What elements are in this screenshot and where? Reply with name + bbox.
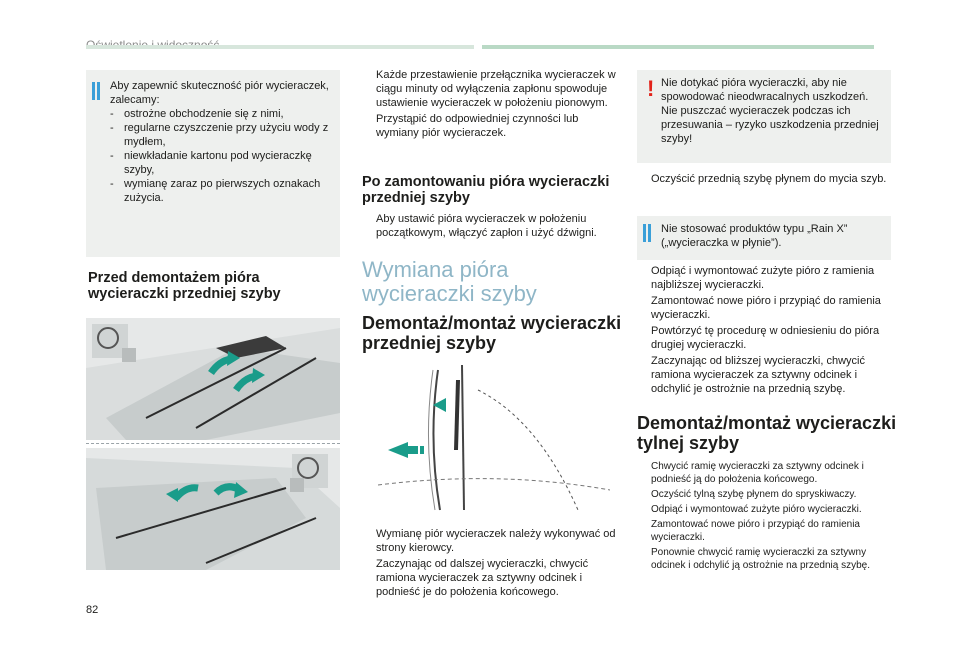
list-item: Odpiąć i wymontować zużyte pióro wyciera… [651,504,862,515]
windscreen-illustration-top [86,318,340,440]
list-item: Wymianę piór wycieraczek należy wykonywa… [376,528,616,554]
col2-after-text: Aby ustawić pióra wycieraczek w położeni… [362,212,622,242]
warning-icon: ! [647,76,655,101]
heading-replacement: Wymiana pióra wycieraczki szyby [362,257,537,306]
col3-clean-text: Oczyścić przednią szybę płynem do mycia … [637,172,891,188]
warning-text: Nie dotykać pióra wycieraczki, aby nie s… [661,77,879,145]
heading-rear-wiper: Demontaż/montaż wycieraczki tylnej szyby [637,413,897,453]
warning-box: ! Nie dotykać pióra wycieraczki, aby nie… [637,70,891,163]
header-rule-left [86,45,474,49]
list-item: Powtórzyć tę procedurę w odniesieniu do … [651,325,880,351]
info-icon [92,82,95,100]
heading-before-removal: Przed demontażem pióra wycieraczki przed… [88,270,281,302]
info-icon [643,224,646,242]
list-item: -wymianę zaraz po pierwszych oznakach zu… [110,178,321,204]
list-item: Ponownie chwycić ramię wycieraczki za sz… [651,547,871,571]
list-item: Zamontować nowe pióro i przypiąć do rami… [651,295,881,321]
page-number: 82 [86,604,99,616]
list-item: Przystąpić do odpowiedniej czynności lub… [376,113,579,139]
tips-intro: Aby zapewnić skuteczność piór wycieracze… [110,80,329,106]
list-item: Odpiąć i wymontować zużyte pióro z ramie… [651,265,875,291]
list-item: -niewkładanie kartonu pod wycieraczkę sz… [110,150,312,176]
info-icon-bar [648,224,651,242]
wiper-blade-illustration [378,364,610,511]
divider [86,443,340,444]
info-icon-bar [97,82,100,100]
col2-bottom-text: Wymianę piór wycieraczek należy wykonywa… [362,527,622,601]
list-item: Zamontować nowe pióro i przypiąć do rami… [651,519,860,543]
heading-after-fitting: Po zamontowaniu pióra wycieraczki przedn… [362,174,610,206]
col3-rear-text: Chwycić ramię wycieraczki za sztywny odc… [637,460,891,574]
list-item: Oczyścić tylną szybę płynem do spryskiwa… [651,489,857,500]
heading-front-wiper: Demontaż/montaż wycieraczki przedniej sz… [362,313,622,353]
list-item: -regularne czyszczenie przy użyciu wody … [110,122,329,148]
list-item: Zaczynając od bliższej wycieraczki, chwy… [651,355,865,395]
list-item: Zaczynając od dalszej wycieraczki, chwyc… [376,558,589,598]
list-item: Oczyścić przednią szybę płynem do mycia … [651,173,887,185]
header-rule-right [482,45,874,49]
list-item: Każde przestawienie przełącznika wyciera… [376,69,616,109]
windscreen-illustration-bottom [86,448,340,570]
col3-steps-text: Odpiąć i wymontować zużyte pióro z ramie… [637,264,891,398]
info-text: Nie stosować produktów typu „Rain X” („w… [661,223,848,249]
tips-box: Aby zapewnić skuteczność piór wycieracze… [86,70,340,257]
list-item: Chwycić ramię wycieraczki za sztywny odc… [651,461,864,485]
list-item: Aby ustawić pióra wycieraczek w położeni… [376,213,597,239]
col2-top-text: Każde przestawienie przełącznika wyciera… [362,68,622,142]
info-box: Nie stosować produktów typu „Rain X” („w… [637,216,891,260]
list-item: -ostrożne obchodzenie się z nimi, [110,108,284,120]
